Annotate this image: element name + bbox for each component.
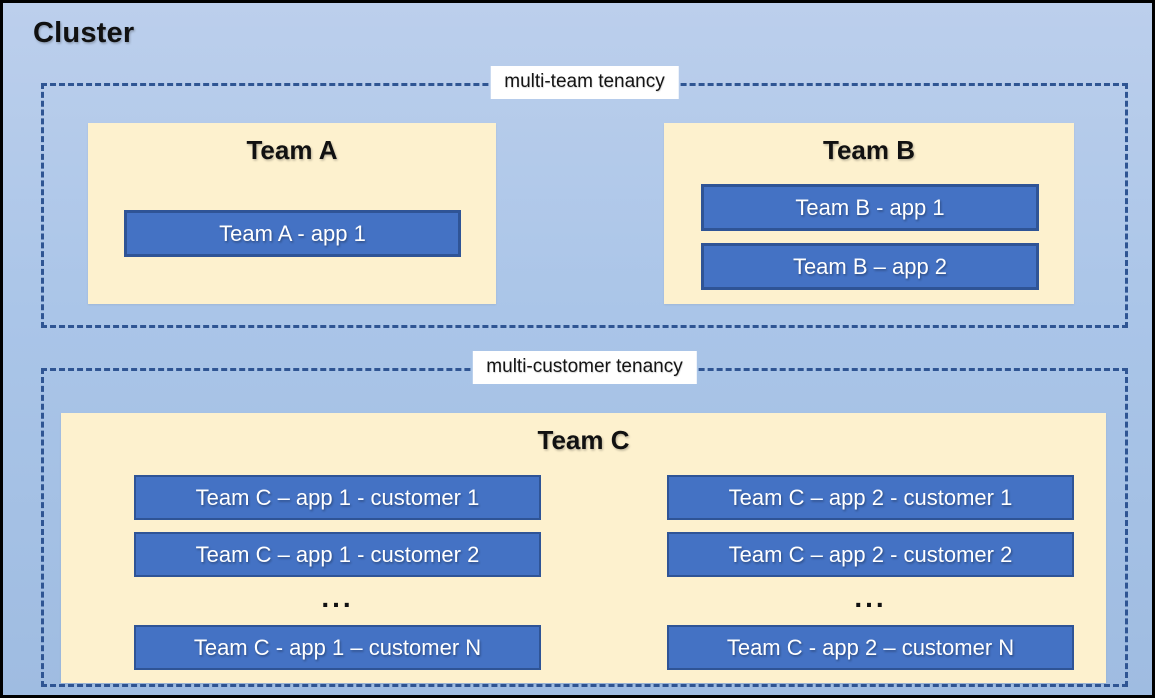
team-b-box: Team B Team B - app 1 Team B – app 2: [664, 123, 1074, 304]
multi-customer-tenancy-region: multi-customer tenancy Team C Team C – a…: [41, 351, 1128, 687]
team-c-app2-customer-2: Team C – app 2 - customer 2: [667, 532, 1074, 577]
team-c-app1-customer-1: Team C – app 1 - customer 1: [134, 475, 541, 520]
team-a-app-1: Team A - app 1: [124, 210, 461, 257]
multi-team-tenancy-region: multi-team tenancy Team A Team A - app 1…: [41, 66, 1128, 328]
team-a-box: Team A Team A - app 1: [88, 123, 496, 304]
team-a-title: Team A: [246, 135, 338, 165]
team-b-title: Team B: [823, 135, 915, 165]
team-c-app1-customer-2: Team C – app 1 - customer 2: [134, 532, 541, 577]
team-b-app-1: Team B - app 1: [701, 184, 1039, 231]
team-c-app2-column: Team C – app 2 - customer 1 Team C – app…: [667, 475, 1074, 670]
team-b-app-stack: Team B - app 1 Team B – app 2: [701, 184, 1039, 290]
team-c-app1-column: Team C – app 1 - customer 1 Team C – app…: [134, 475, 541, 670]
team-c-box: Team C Team C – app 1 - customer 1 Team …: [61, 413, 1106, 683]
team-b-app-2: Team B – app 2: [701, 243, 1039, 290]
multi-customer-tenancy-label: multi-customer tenancy: [472, 351, 697, 384]
team-c-app1-customer-n: Team C - app 1 – customer N: [134, 625, 541, 670]
cluster-title: Cluster: [33, 17, 135, 49]
team-c-app2-customer-n: Team C - app 2 – customer N: [667, 625, 1074, 670]
team-c-app2-customer-1: Team C – app 2 - customer 1: [667, 475, 1074, 520]
team-c-title: Team C: [537, 425, 630, 455]
team-c-app1-ellipsis: ...: [321, 582, 354, 613]
team-a-app-stack: Team A - app 1: [124, 210, 461, 257]
team-c-columns: Team C – app 1 - customer 1 Team C – app…: [134, 475, 1074, 670]
team-c-app2-ellipsis: ...: [854, 582, 887, 613]
multi-team-tenancy-label: multi-team tenancy: [490, 66, 679, 99]
